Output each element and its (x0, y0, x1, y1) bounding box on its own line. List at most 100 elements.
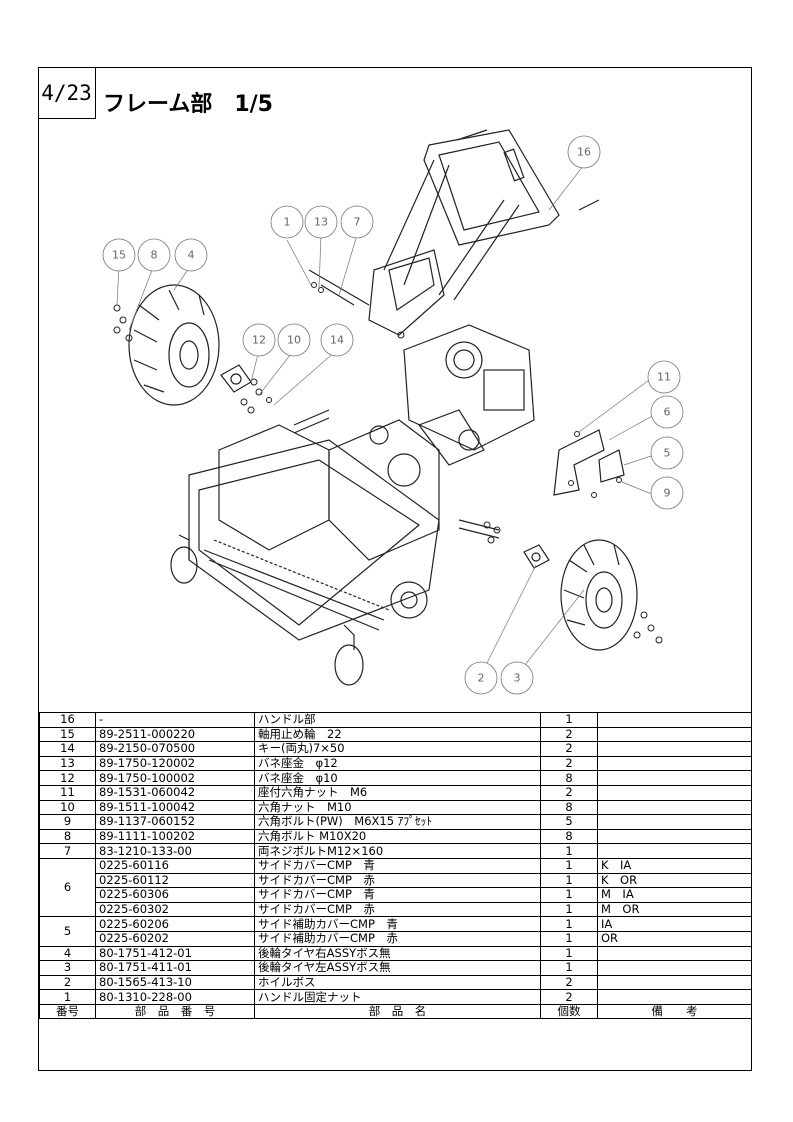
table-cell: 0225-60302 (95, 901, 255, 918)
table-cell: サイドカバーCMP 青 (254, 887, 541, 903)
table-cell: 1 (540, 916, 598, 932)
svg-text:16: 16 (577, 146, 591, 159)
table-cell: 11 (39, 784, 96, 801)
table-cell: 2 (540, 989, 598, 1005)
svg-text:14: 14 (330, 334, 344, 347)
header-name: 部 品 名 (254, 1003, 541, 1020)
table-cell: 80-1751-412-01 (95, 945, 255, 962)
svg-text:6: 6 (664, 406, 671, 419)
table-cell: 2 (39, 974, 96, 991)
table-cell: サイドカバーCMP 青 (254, 857, 541, 874)
table-cell: 14 (39, 741, 96, 757)
table-cell: 80-1310-228-00 (95, 989, 255, 1005)
table-cell: 後輪タイヤ右ASSYボス無 (254, 945, 541, 962)
table-cell: 1 (39, 989, 96, 1005)
table-cell (597, 726, 752, 743)
table-cell: 7 (39, 843, 96, 859)
table-cell: 1 (540, 930, 598, 947)
svg-text:4: 4 (188, 249, 195, 262)
svg-text:5: 5 (664, 447, 671, 460)
table-cell: 六角ナット M10 (254, 799, 541, 816)
page-frame (38, 67, 752, 1071)
table-cell: 89-1111-100202 (95, 828, 255, 845)
table-cell: キー(両丸)7×50 (254, 741, 541, 757)
table-cell: 両ネジボルトM12×160 (254, 843, 541, 859)
table-cell: 89-1137-060152 (95, 814, 255, 830)
table-cell: サイドカバーCMP 赤 (254, 872, 541, 889)
table-cell (597, 974, 752, 991)
callout-2: 2 (464, 661, 498, 695)
table-cell: 0225-60116 (95, 857, 255, 874)
callout-1: 1 (270, 205, 304, 239)
table-cell (597, 843, 752, 859)
table-cell: 0225-60306 (95, 887, 255, 903)
table-cell: 4 (39, 945, 96, 962)
table-cell: M IA (597, 887, 752, 903)
callout-10: 10 (277, 323, 311, 357)
table-cell: 8 (540, 799, 598, 816)
callout-6: 6 (650, 395, 684, 429)
header-no: 番号 (39, 1003, 96, 1020)
table-cell: 座付六角ナット M6 (254, 784, 541, 801)
header-part-no: 部 品 番 号 (95, 1003, 255, 1020)
table-cell: 8 (39, 828, 96, 845)
table-cell: ホイルボス (254, 974, 541, 991)
table-cell: 89-1750-120002 (95, 755, 255, 772)
table-cell: ハンドル部 (254, 712, 541, 728)
table-cell: 15 (39, 726, 96, 743)
table-cell: 後輪タイヤ左ASSYボス無 (254, 960, 541, 976)
table-cell: 6 (39, 857, 96, 918)
callout-13: 13 (304, 205, 338, 239)
svg-text:9: 9 (664, 487, 671, 500)
table-cell: 1 (540, 843, 598, 859)
table-cell: 1 (540, 887, 598, 903)
callout-bubbles: 16 1 13 7 15 8 4 12 10 14 11 6 5 9 2 3 (102, 135, 684, 695)
svg-text:15: 15 (112, 249, 126, 262)
table-cell: - (95, 712, 255, 728)
table-cell: サイドカバーCMP 赤 (254, 901, 541, 918)
table-cell (597, 989, 752, 1005)
machine-drawing (113, 129, 663, 686)
table-cell: 80-1751-411-01 (95, 960, 255, 976)
table-cell: バネ座金 φ12 (254, 755, 541, 772)
callout-7: 7 (340, 205, 374, 239)
table-cell: 1 (540, 857, 598, 874)
header-remarks: 備 考 (597, 1003, 752, 1020)
table-cell (597, 784, 752, 801)
table-cell: 16 (39, 712, 96, 728)
svg-text:10: 10 (287, 334, 301, 347)
svg-text:12: 12 (252, 334, 266, 347)
table-cell: 89-2511-000220 (95, 726, 255, 743)
table-cell: 1 (540, 901, 598, 918)
table-cell: バネ座金 φ10 (254, 770, 541, 786)
table-cell: 1 (540, 960, 598, 976)
page-title: フレーム部 1/5 (103, 92, 273, 117)
table-cell (597, 741, 752, 757)
table-cell: K IA (597, 857, 752, 874)
svg-text:13: 13 (314, 216, 328, 229)
callout-3: 3 (500, 661, 534, 695)
svg-text:3: 3 (514, 672, 521, 685)
table-cell: 12 (39, 770, 96, 786)
table-cell: IA (597, 916, 752, 932)
callout-8: 8 (137, 238, 171, 272)
exploded-parts-diagram: 16 1 13 7 15 8 4 12 10 14 11 6 5 9 2 3 (102, 129, 684, 695)
callout-12: 12 (242, 323, 276, 357)
